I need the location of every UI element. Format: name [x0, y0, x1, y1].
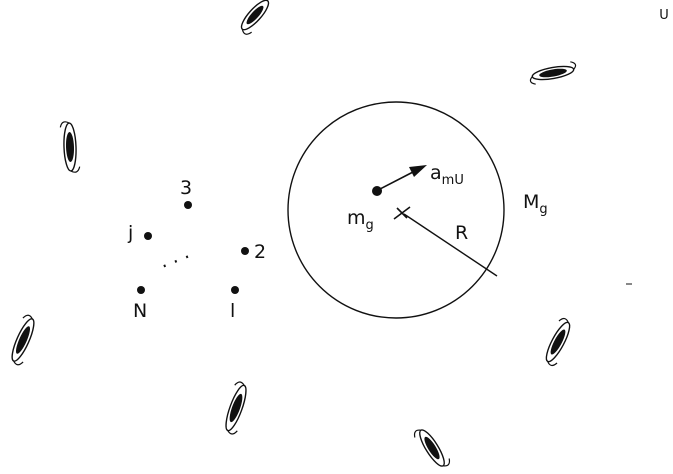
particle-1-dot: [231, 286, 239, 294]
galaxy-icon: [412, 424, 452, 472]
test-mass-dot: [372, 186, 382, 196]
particle-N-label: N: [133, 300, 147, 322]
acceleration-arrow: [380, 172, 413, 189]
galaxy-icon: [60, 121, 80, 172]
corner-label: U: [659, 8, 669, 23]
ellipsis-label: · · ·: [158, 246, 194, 278]
accel-label: amU: [430, 162, 464, 188]
particle-2-label: 2: [254, 241, 266, 263]
particle-j-dot: [144, 232, 152, 240]
radius-label: R: [455, 222, 468, 244]
small-mass-label: mg: [347, 207, 374, 233]
galaxy-icon: [234, 0, 275, 36]
group-boundary-circle: [288, 102, 504, 318]
radius-line: [404, 214, 497, 276]
large-mass-label: Mg: [523, 191, 548, 217]
particle-3-dot: [184, 201, 192, 209]
arrowhead-icon: [409, 165, 427, 177]
particle-j-label: j: [127, 222, 133, 244]
galaxy-icon: [528, 61, 577, 85]
particle-2-dot: [241, 247, 249, 255]
particle-1-label: l: [230, 300, 235, 322]
galaxy-icon: [539, 317, 577, 368]
particle-N-dot: [137, 286, 145, 294]
galaxy-icon: [219, 381, 254, 436]
galaxy-icon: [5, 314, 42, 367]
particle-3-label: 3: [180, 177, 192, 199]
